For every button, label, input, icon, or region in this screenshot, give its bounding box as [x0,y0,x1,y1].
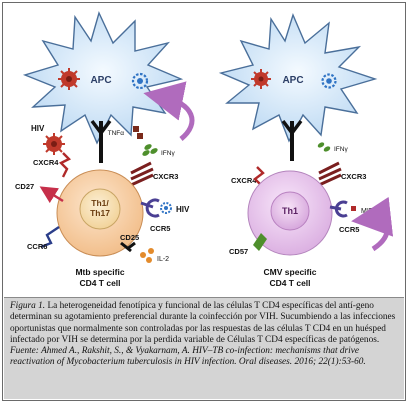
virus-icon [131,72,149,90]
tcr-receptor [281,119,303,161]
caption-text: La heterogeneidad fenotípica y funcional… [10,301,396,345]
cd57-marker [253,233,267,251]
cell-label-line2: Th17 [90,208,110,218]
il2-icon [140,248,154,263]
cell-label-line1: Th1/ [91,198,109,208]
figure-caption: Figura 1. La heterogeneidad fenotípica y… [4,297,404,399]
caption-source: Fuente: Ahmed A., Rakshit, S., & Vyakarn… [10,346,366,368]
cxcr3-label-right: CXCR3 [341,172,366,181]
th1-th17-nucleus [79,188,121,230]
hiv-label-right: HIV [176,205,190,214]
ifng-label-right: IFNγ [334,146,348,153]
cxcr3-label-left: CXCR3 [153,172,178,181]
ccr5-receptor [329,200,348,218]
tnfa-icon [133,126,143,139]
cd27-label: CD27 [15,182,34,191]
left-panel: APC TNFα [15,11,195,288]
th1-label: Th1 [282,206,298,216]
hiv-virus-icon [43,133,65,155]
hiv-label-left: HIV [31,124,45,133]
diagram: APC TNFα [15,11,394,288]
mip1b-icon [351,206,356,211]
apc-cell-right [218,12,378,143]
feedback-arrow [143,81,195,141]
ifng-icon [317,142,331,152]
cd27-arrow [39,186,64,204]
tnfa-label: TNFα [108,130,125,137]
virus-icon [58,68,80,90]
virus-icon [321,73,337,89]
hiv-virus-icon [160,202,172,214]
feedback-arrow [351,196,394,252]
cxcr4-label-right: CXCR4 [231,176,257,185]
cxcr4-receptor [58,152,72,178]
figure-label: Figura 1. [10,301,46,311]
ccr5-label-left: CCR5 [150,224,170,233]
cxcr4-label-left: CXCR4 [33,158,59,167]
right-panel: APC IFNγ CXCR4 [218,12,394,288]
apc-label-left: APC [90,75,111,86]
apc-label-right: APC [282,75,303,86]
cxcr3-receptor [130,161,154,187]
apc-cell-left [22,11,184,145]
cd57-label: CD57 [229,247,248,256]
il2-label: IL-2 [157,256,169,263]
right-panel-title-line2: CD4 T cell [269,278,310,288]
cd25-label: CD25 [120,233,139,242]
virus-icon [251,69,271,89]
ifng-label: IFNγ [161,150,175,157]
ifng-icon [142,144,158,156]
left-panel-title-line2: CD4 T cell [79,278,120,288]
ccr6-label: CCR6 [27,242,47,251]
left-panel-title-line1: Mtb specific [75,267,124,277]
ccr5-receptor [140,198,160,218]
tcr-receptor [90,119,112,163]
ccr6-receptor [40,226,60,249]
th1-nucleus [270,191,310,231]
cxcr3-receptor [318,161,342,187]
cd25-receptor [120,241,136,253]
right-panel-title-line1: CMV specific [264,267,317,277]
mip1b-label: MIP1β [361,208,381,215]
ccr5-label-right: CCR5 [339,225,359,234]
